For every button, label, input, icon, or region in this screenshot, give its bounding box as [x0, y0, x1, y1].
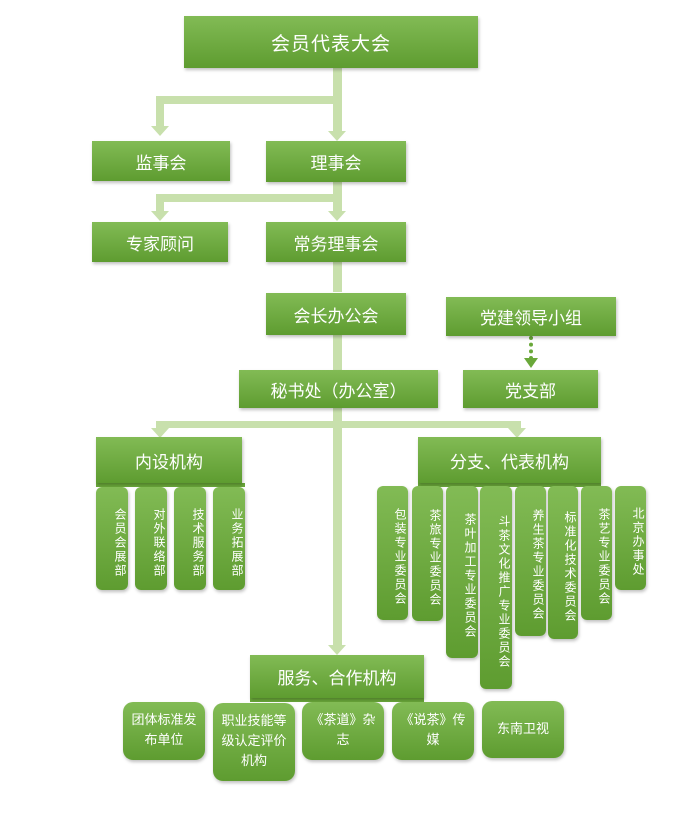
branch-committee[interactable]: 茶叶加工专业委员会 — [446, 486, 478, 658]
connector — [333, 408, 342, 646]
connector — [156, 194, 164, 212]
members-congress-box[interactable]: 会员代表大会 — [184, 16, 478, 68]
arrow — [508, 428, 526, 438]
internal-dept[interactable]: 技术服务部 — [174, 487, 206, 590]
divider — [250, 698, 424, 702]
supervisors-box[interactable]: 监事会 — [92, 141, 230, 181]
council-box[interactable]: 理事会 — [266, 141, 406, 182]
party-group-box[interactable]: 党建领导小组 — [446, 297, 616, 336]
president-office-box[interactable]: 会长办公会 — [266, 293, 406, 335]
arrow — [151, 428, 169, 438]
standing-council-box[interactable]: 常务理事会 — [266, 222, 406, 262]
arrow — [328, 211, 346, 221]
connector — [156, 194, 342, 202]
arrow — [151, 211, 169, 221]
arrow — [328, 645, 346, 655]
secretariat-box[interactable]: 秘书处（办公室） — [239, 370, 438, 408]
branch-committee[interactable]: 茶艺专业委员会 — [581, 486, 612, 620]
internal-title-box[interactable]: 内设机构 — [96, 437, 242, 483]
advisors-box[interactable]: 专家顾问 — [92, 222, 228, 262]
branches-title-box[interactable]: 分支、代表机构 — [418, 437, 601, 483]
connector — [156, 421, 164, 429]
internal-dept[interactable]: 对外联络部 — [135, 487, 167, 590]
branch-committee[interactable]: 茶旅专业委员会 — [412, 486, 443, 621]
arrow — [328, 131, 346, 141]
branch-committee[interactable]: 标准化技术委员会 — [548, 486, 578, 639]
branch-committee[interactable]: 包装专业委员会 — [377, 486, 408, 620]
internal-dept[interactable]: 会员会展部 — [96, 487, 128, 590]
branch-committee[interactable]: 斗茶文化推广专业委员会 — [480, 486, 512, 689]
services-title-box[interactable]: 服务、合作机构 — [250, 655, 424, 698]
connector — [156, 96, 164, 126]
branch-committee[interactable]: 养生茶专业委员会 — [515, 486, 546, 636]
arrow — [151, 126, 169, 136]
divider — [96, 483, 245, 487]
connector — [156, 96, 342, 104]
service-org[interactable]: 团体标准发布单位 — [123, 702, 205, 760]
divider — [418, 483, 601, 487]
connector — [156, 421, 521, 428]
service-org[interactable]: 东南卫视 — [482, 701, 564, 758]
connector — [333, 335, 342, 370]
service-org[interactable]: 《说茶》传媒 — [392, 702, 474, 760]
connector — [333, 262, 342, 292]
party-branch-box[interactable]: 党支部 — [463, 370, 598, 408]
internal-dept[interactable]: 业务拓展部 — [213, 487, 245, 590]
service-org[interactable]: 职业技能等级认定评价机构 — [213, 703, 295, 781]
dotted-connector — [529, 336, 533, 360]
service-org[interactable]: 《茶道》杂志 — [302, 702, 384, 760]
arrow — [524, 358, 538, 368]
beijing-office[interactable]: 北京办事处 — [615, 486, 646, 590]
